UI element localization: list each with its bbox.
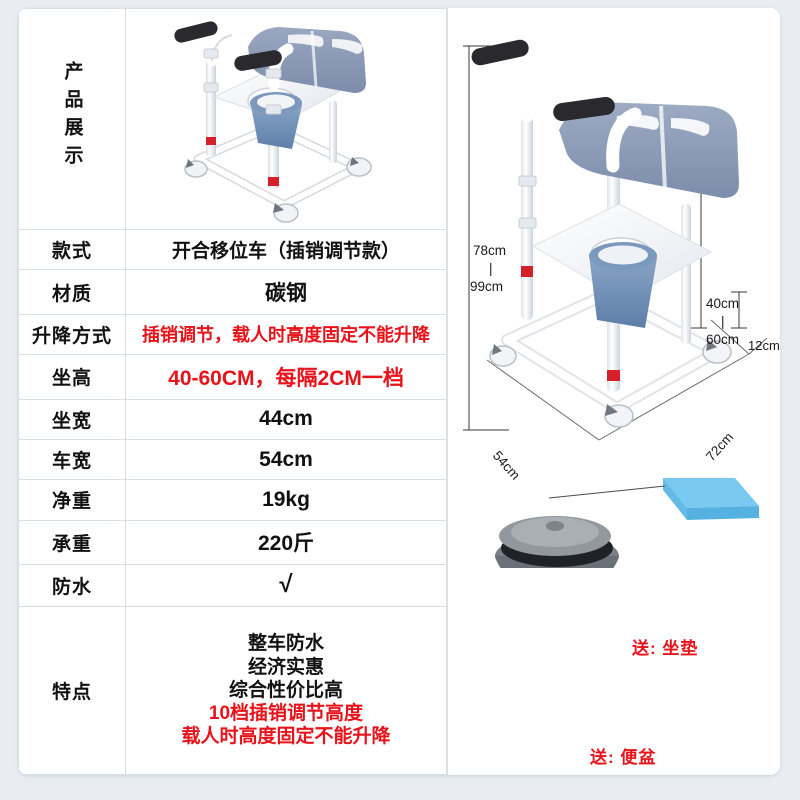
product-spec-sheet: 产品展示	[18, 8, 780, 775]
dim-height-bottom: 99cm	[470, 279, 504, 294]
spec-table: 产品展示	[18, 8, 447, 775]
row-label: 净重	[18, 479, 126, 521]
dim-seat-divider: |	[721, 314, 725, 329]
table-row: 坐高 40-60CM，每隔2CM一档	[18, 354, 447, 400]
row-label: 坐宽	[18, 398, 126, 440]
row-label: 款式	[18, 228, 126, 271]
table-row: 坐宽 44cm	[18, 398, 447, 440]
dim-clearance: 12cm	[748, 338, 780, 353]
row-value: 19kg	[125, 479, 447, 521]
product-photo-cell	[125, 8, 447, 230]
table-row: 承重 220斤	[18, 519, 447, 566]
features-value: 整车防水 经济实惠 综合性价比高 10档插销调节高度 载人时高度固定不能升降	[125, 605, 447, 775]
table-row: 防水 √	[18, 564, 447, 607]
row-label: 升降方式	[18, 313, 126, 356]
waterproof-check-icon: √	[125, 564, 447, 607]
feature-line: 10档插销调节高度	[208, 702, 364, 724]
feature-line: 整车防水	[247, 633, 324, 655]
gift-label-bedpan: 送: 便盆	[590, 748, 657, 767]
table-row: 款式 开合移位车（插销调节款）	[18, 228, 447, 271]
dimension-diagram	[463, 39, 768, 568]
table-row: 车宽 54cm	[18, 438, 447, 481]
product-photo	[174, 21, 372, 223]
row-value: 开合移位车（插销调节款）	[125, 228, 447, 271]
row-value: 40-60CM，每隔2CM一档	[125, 354, 447, 400]
row-value: 44cm	[125, 398, 447, 440]
feature-line: 综合性价比高	[228, 679, 343, 701]
row-label: 材质	[18, 269, 126, 315]
dim-seat-bottom: 60cm	[706, 332, 740, 347]
row-value: 碳钢	[125, 269, 447, 315]
row-label: 承重	[18, 519, 126, 566]
table-row-features: 特点 整车防水 经济实惠 综合性价比高 10档插销调节高度 载人时高度固定不能升…	[18, 605, 447, 775]
table-row: 升降方式 插销调节，载人时高度固定不能升降	[18, 313, 447, 356]
dim-seat-top: 40cm	[706, 296, 740, 311]
gift-label-cushion: 送: 坐垫	[632, 639, 699, 658]
dim-height-top: 78cm	[473, 243, 507, 258]
dim-height-divider: |	[489, 261, 493, 276]
diagram-panel: 78cm | 99cm 40cm | 60cm 12cm 54cm 72cm 送…	[449, 8, 780, 775]
spec-table-panel: 产品展示	[18, 8, 448, 775]
row-value: 插销调节，载人时高度固定不能升降	[125, 313, 447, 356]
row-label: 坐高	[18, 354, 126, 400]
features-label: 特点	[18, 605, 126, 775]
row-label: 防水	[18, 564, 126, 607]
row-value: 54cm	[125, 438, 447, 481]
feature-line: 载人时高度固定不能升降	[181, 726, 391, 748]
table-row: 净重 19kg	[18, 479, 447, 521]
row-value: 220斤	[125, 519, 447, 566]
table-row-showcase: 产品展示	[18, 8, 447, 230]
table-row: 材质 碳钢	[18, 269, 447, 315]
feature-line: 经济实惠	[247, 656, 324, 678]
showcase-vertical-label: 产品展示	[61, 60, 83, 173]
showcase-label-cell: 产品展示	[18, 8, 126, 230]
row-label: 车宽	[18, 438, 126, 481]
